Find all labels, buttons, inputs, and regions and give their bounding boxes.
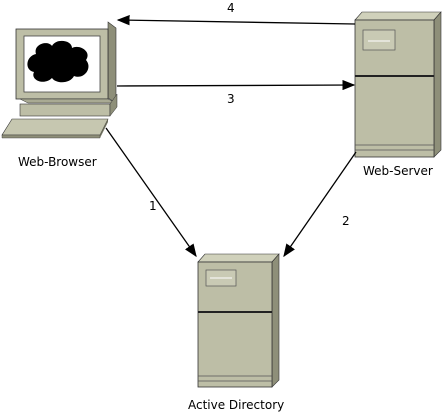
- edge-arrow-4: [116, 14, 356, 26]
- tower-server-icon: [354, 11, 442, 158]
- active-directory-label: Active Directory: [188, 398, 285, 412]
- edge-label-2: 2: [342, 214, 350, 228]
- web-browser-label: Web-Browser: [18, 155, 97, 169]
- tower-server-icon: [197, 253, 280, 388]
- edge-label-4: 4: [227, 1, 235, 15]
- edge-arrow-3: [116, 79, 356, 91]
- desktop-computer-icon: [1, 21, 118, 139]
- edge-label-1: 1: [149, 199, 157, 213]
- edge-arrow-2: [283, 151, 357, 258]
- edge-label-3: 3: [227, 92, 235, 106]
- web-server-label: Web-Server: [363, 164, 433, 178]
- edge-arrow-1: [105, 127, 197, 258]
